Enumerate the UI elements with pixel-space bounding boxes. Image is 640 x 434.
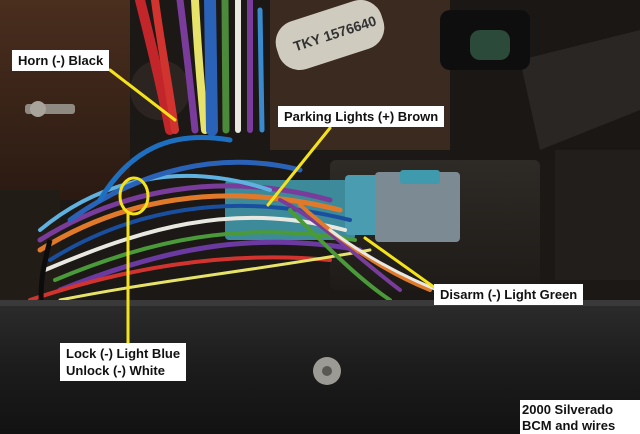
tag-cylinder: TKY 1576640 xyxy=(275,0,385,71)
lock-unlock-label: Lock (-) Light Blue Unlock (-) White xyxy=(60,343,187,381)
horn-label-text: Horn (-) Black xyxy=(18,53,104,68)
parking-lights-label: Parking Lights (+) Brown xyxy=(278,106,445,127)
lock-label-text: Lock (-) Light Blue xyxy=(66,346,181,361)
disarm-label: Disarm (-) Light Green xyxy=(434,284,584,305)
left-brown-panel xyxy=(0,0,130,200)
horn-label: Horn (-) Black xyxy=(12,50,110,71)
bcm-gray-connector xyxy=(375,172,460,242)
parking-pointer-line xyxy=(266,126,332,207)
lock-highlight-circle xyxy=(118,176,150,216)
caption-line-1: 2000 Silverado xyxy=(522,402,614,417)
lower-harness xyxy=(28,135,452,328)
unlock-label-text: Unlock (-) White xyxy=(66,363,165,378)
horn-pointer-line xyxy=(108,68,177,122)
beam-highlight xyxy=(0,300,640,306)
left-bolt-head xyxy=(30,101,46,117)
green-hose xyxy=(470,30,510,60)
disarm-pointer-line xyxy=(363,236,447,297)
right-side-panel xyxy=(555,150,640,280)
parking-lights-label-text: Parking Lights (+) Brown xyxy=(284,109,439,124)
right-plastic-arm xyxy=(520,30,640,150)
upper-harness xyxy=(135,0,265,136)
caption-line-2: BCM and wires xyxy=(522,418,616,433)
disarm-label-text: Disarm (-) Light Green xyxy=(440,287,578,302)
beam-screw-center xyxy=(322,366,332,376)
photo-caption: 2000 Silverado BCM and wires xyxy=(520,400,640,434)
bcm-connector-tab xyxy=(400,170,440,184)
annotation-lines xyxy=(108,68,447,348)
